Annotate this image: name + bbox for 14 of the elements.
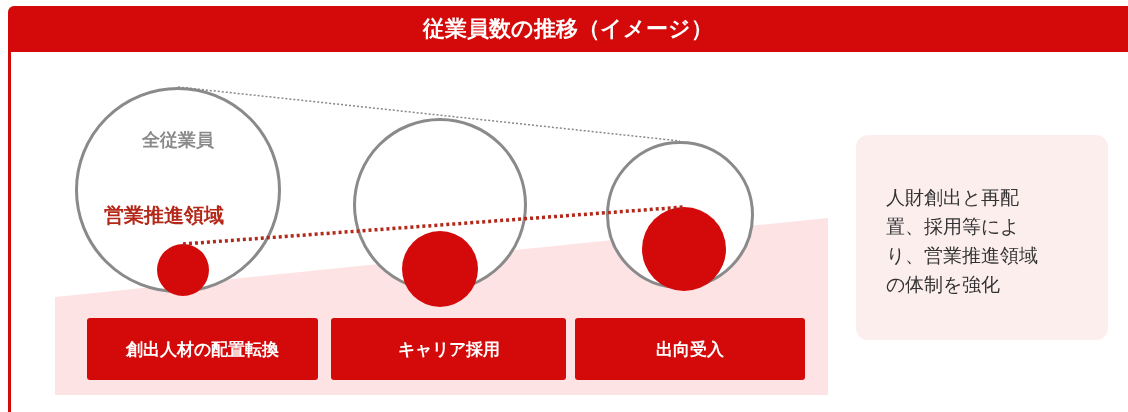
box-label: キャリア採用 xyxy=(397,337,500,361)
circle-label: 全従業員 xyxy=(141,128,215,152)
panel-title: 従業員数の推移（イメージ） xyxy=(8,6,1128,52)
box-label: 創出人材の配置転換 xyxy=(126,337,279,361)
measure-box xyxy=(575,318,805,380)
sales-circle xyxy=(642,207,726,291)
box-label: 出向受入 xyxy=(656,337,724,361)
segment-label: 営業推進領域 xyxy=(104,202,224,229)
measure-box xyxy=(87,318,318,380)
trend-line xyxy=(182,205,685,246)
note-text: 人財創出と再配置、採用等により、営業推進領域の体制を強化 xyxy=(886,185,1039,297)
perspective-line xyxy=(177,86,681,142)
sales-circle xyxy=(157,244,209,296)
measure-box xyxy=(331,318,566,380)
